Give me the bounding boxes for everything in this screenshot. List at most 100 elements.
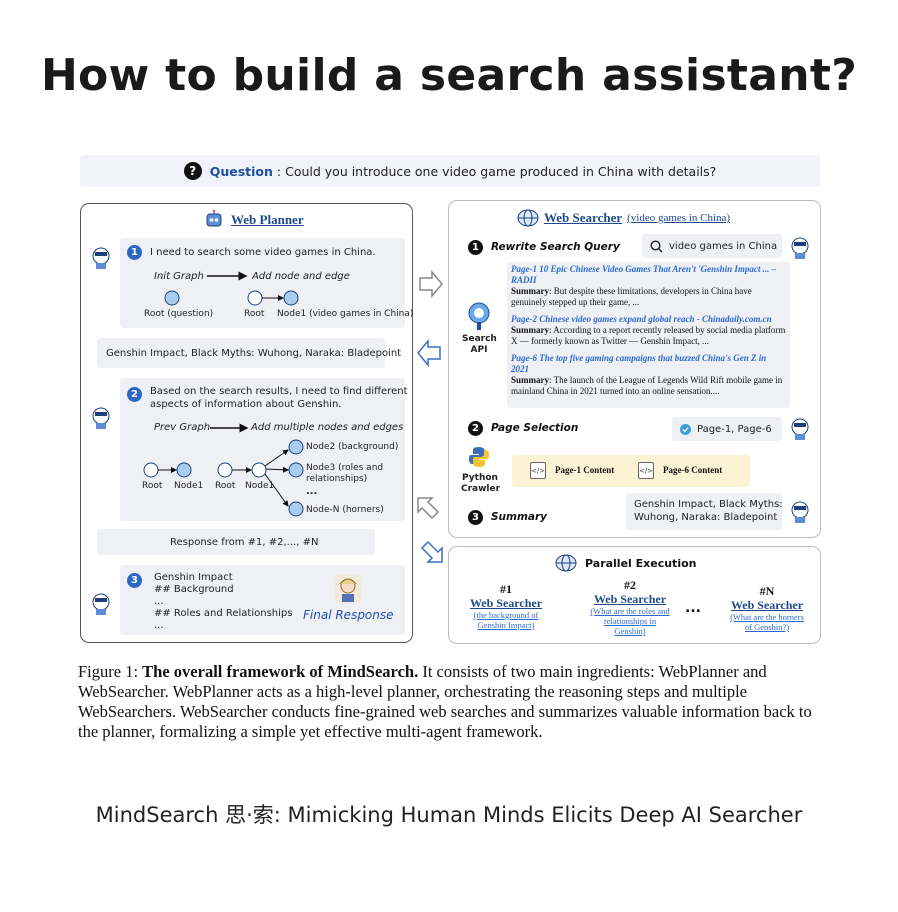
result-title-1[interactable]: Page-1 10 Epic Chinese Video Games That … xyxy=(511,264,777,285)
globe-icon xyxy=(517,209,539,227)
page-selection-box: Page-1, Page-6 xyxy=(672,417,782,441)
avatar-icon xyxy=(92,407,110,429)
parallel-item-n: #N Web Searcher (What are the horners of… xyxy=(718,585,816,633)
final-line3: ... xyxy=(154,596,164,607)
planner-step1-box xyxy=(120,238,405,328)
question-label: Question xyxy=(209,163,273,179)
add-multiple-label: Add multiple nodes and edges xyxy=(251,422,404,433)
web-planner-title: Web Planner xyxy=(231,212,304,227)
node1-label: Node1 (video games in China) xyxy=(277,309,414,319)
arrow-diag-icon xyxy=(417,497,440,520)
planner-step1-number: 1 xyxy=(127,245,142,260)
planner-response-text: Response from #1, #2,..., #N xyxy=(170,537,319,548)
avatar-icon xyxy=(791,501,809,523)
nodes-ellipsis: ... xyxy=(306,486,318,497)
parallel-searcher-n[interactable]: Web Searcher xyxy=(730,598,804,612)
parallel-searcher-2[interactable]: Web Searcher xyxy=(593,592,667,606)
searcher-step1-number: 1 xyxy=(468,240,483,255)
parallel-sub-2b: relationships in xyxy=(603,616,657,626)
arrow-left-icon xyxy=(417,338,441,368)
web-searcher-title: Web Searcher xyxy=(544,210,623,225)
result-item-2: Page-2 Chinese video games expand global… xyxy=(511,314,786,347)
result-title-2[interactable]: Page-2 Chinese video games expand global… xyxy=(511,314,772,324)
parallel-panel xyxy=(448,546,821,644)
planner-step1-graph xyxy=(164,271,299,306)
page-title: How to build a search assistant? xyxy=(40,50,858,101)
check-icon xyxy=(680,423,691,435)
article-subtitle: MindSearch 思·索: Mimicking Human Minds El… xyxy=(95,803,803,827)
node3-line2: relationships) xyxy=(306,474,368,484)
web-searcher-header: Web Searcher (video games in China) xyxy=(517,209,730,227)
step2-root-label-b: Root xyxy=(215,481,236,491)
planner-step2-box xyxy=(120,378,405,521)
result-item-3: Page-6 The top five gaming campaigns tha… xyxy=(511,353,786,397)
avatar-icon xyxy=(92,593,110,615)
add-node-edge-label: Add node and edge xyxy=(252,271,350,282)
step2-node1-label: Node1 xyxy=(174,481,204,491)
search-icon xyxy=(650,239,663,253)
final-line2: ## Background xyxy=(154,584,234,595)
page-selection-text: Page-1, Page-6 xyxy=(697,423,772,435)
caption-text: It consists of two main ingredients: Web… xyxy=(78,662,812,741)
parallel-sub-nb: of Genshin?) xyxy=(744,622,790,632)
node3-line1: Node3 (roles and xyxy=(306,463,384,473)
page1-content-label: Page-1 Content xyxy=(555,465,615,475)
searcher-step2-number: 2 xyxy=(468,421,483,436)
parallel-item-2: #2 Web Searcher (What are the roles and … xyxy=(578,579,682,637)
code-file-icon: </> xyxy=(530,462,546,479)
caption-bold: The overall framework of MindSearch. xyxy=(142,662,419,681)
node2-label: Node2 (background) xyxy=(306,442,399,452)
init-graph-label: Init Graph xyxy=(154,271,204,282)
python-icon xyxy=(469,447,489,467)
parallel-header: Parallel Execution xyxy=(555,554,696,572)
search-results-box xyxy=(507,262,790,408)
crawler-line1: Python xyxy=(462,473,498,483)
rewrite-query-label: Rewrite Search Query xyxy=(491,241,620,253)
noden-label: Node-N (horners) xyxy=(306,505,384,515)
parallel-sub-2c: Genshin) xyxy=(614,626,646,636)
step2-root-label: Root xyxy=(142,481,163,491)
arrow-diag-blue-icon xyxy=(420,540,443,563)
step2-node1-label-b: Node1 xyxy=(245,481,275,491)
planner-step2-line1: Based on the search results, I need to f… xyxy=(150,386,408,397)
planner-step1-text: I need to search some video games in Chi… xyxy=(150,247,376,258)
character-icon xyxy=(335,575,361,603)
question-icon: ? xyxy=(183,162,202,180)
planner-step2-number: 2 xyxy=(127,387,142,402)
page-selection-label: Page Selection xyxy=(491,422,579,434)
planner-robot-icon xyxy=(206,209,222,227)
summary-line1: Genshin Impact, Black Myths: xyxy=(634,499,783,510)
web-planner-header: Web Planner xyxy=(203,209,304,231)
result-summary-3: : The launch of the League of Legends Wi… xyxy=(511,375,783,396)
figure-caption: Figure 1: The overall framework of MindS… xyxy=(78,662,826,742)
result-title-3[interactable]: Page-6 The top five gaming campaigns tha… xyxy=(511,353,767,374)
parallel-sub-2a: (What are the roles and xyxy=(590,606,670,616)
parallel-sub-1a: (the background of xyxy=(473,610,539,620)
final-line4: ## Roles and Relationships xyxy=(154,608,293,619)
parallel-title: Parallel Execution xyxy=(585,556,697,570)
search-results: Page-1 10 Epic Chinese Video Games That … xyxy=(511,264,786,397)
search-query-text: video games in China xyxy=(669,240,778,252)
final-line1: Genshin Impact xyxy=(154,572,233,583)
result-item-1: Page-1 10 Epic Chinese Video Games That … xyxy=(511,264,786,308)
planner-response-box xyxy=(97,529,375,555)
page-content-box xyxy=(512,455,750,487)
avatar-icon xyxy=(791,418,809,440)
final-response-label: Final Response xyxy=(303,608,394,622)
panel-arrows xyxy=(417,269,443,563)
parallel-ellipsis: ... xyxy=(685,600,701,616)
search-query-box: video games in China xyxy=(642,234,782,258)
avatar-icon xyxy=(92,247,110,269)
globe-icon xyxy=(555,554,577,572)
planner-games-box xyxy=(97,338,385,368)
parallel-sub-na: (What are the horners xyxy=(730,612,804,622)
web-searcher-subtitle: (video games in China) xyxy=(627,212,731,224)
summary-box xyxy=(626,493,782,530)
searcher-step3-number: 3 xyxy=(468,510,483,525)
result-summary-label-2: Summary xyxy=(511,325,549,335)
summary-line2: Wuhong, Naraka: Bladepoint xyxy=(634,512,778,523)
parallel-searcher-1[interactable]: Web Searcher xyxy=(469,596,543,610)
parallel-sub-1b: Genshin Impact) xyxy=(477,620,535,630)
page6-content-label: Page-6 Content xyxy=(663,465,723,475)
planner-step2-graph xyxy=(143,423,304,517)
